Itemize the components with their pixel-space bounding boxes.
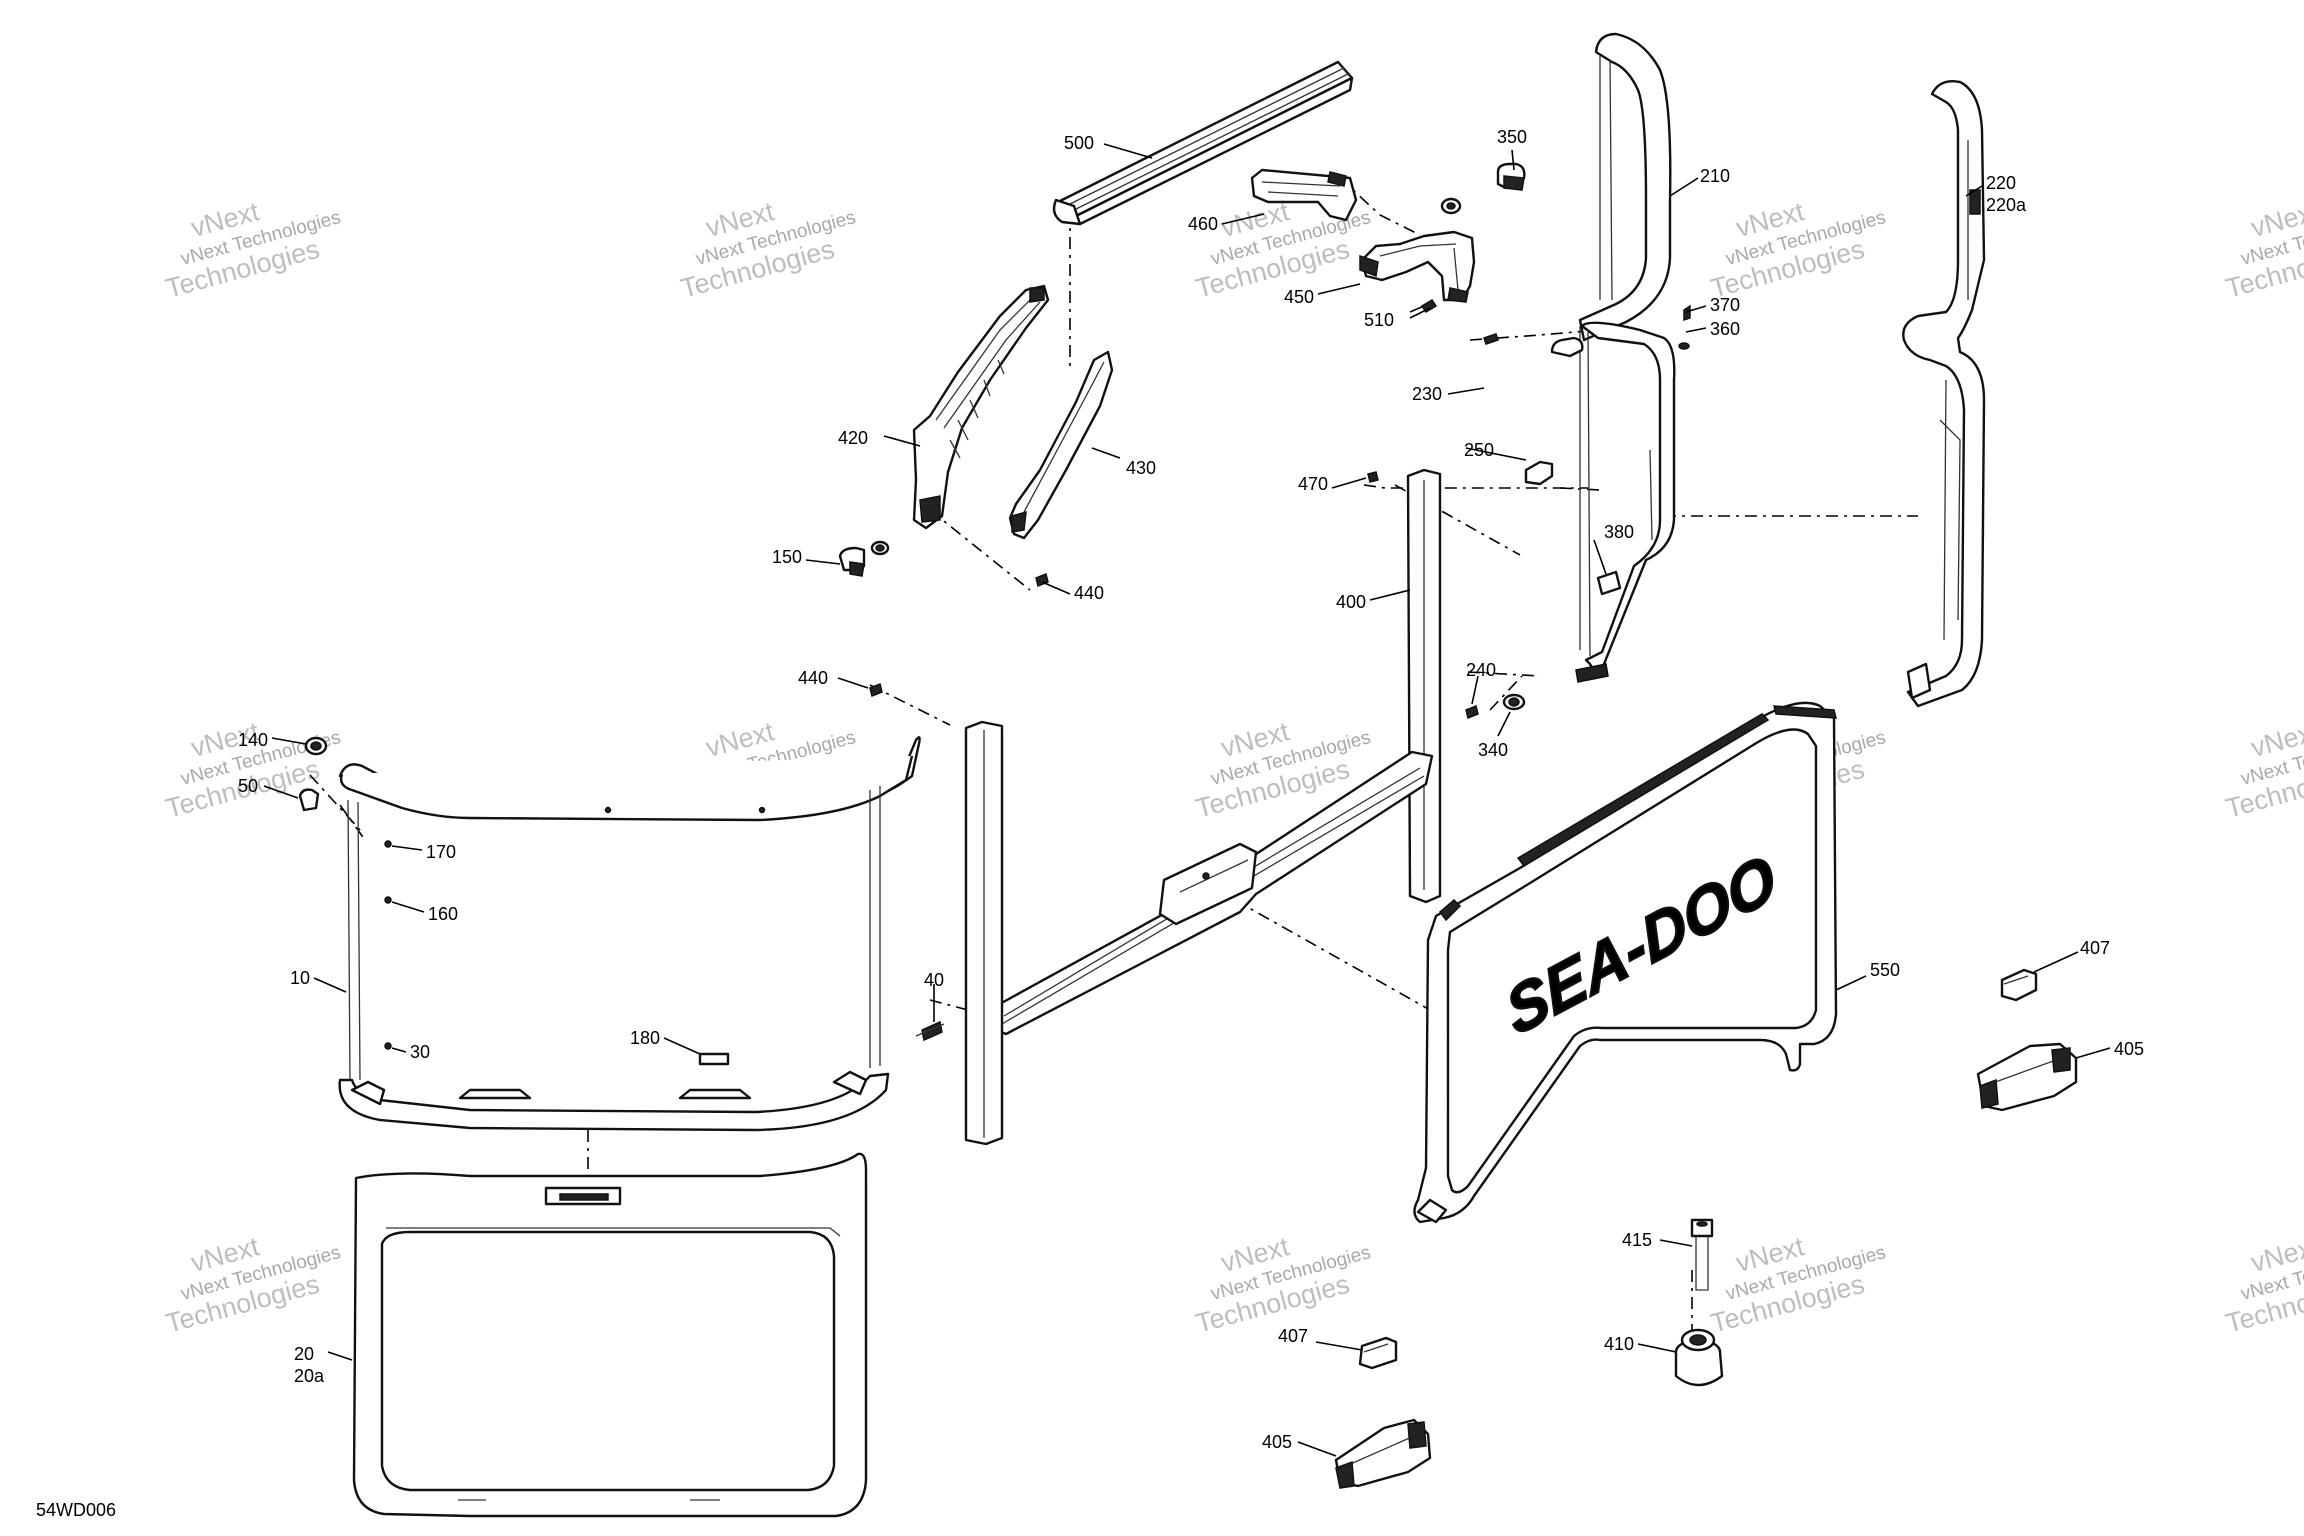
callout-407: 407: [1278, 1326, 1308, 1346]
callout-360: 360: [1710, 319, 1740, 339]
callout-440: 440: [798, 668, 828, 688]
callout-500: 500: [1064, 133, 1094, 153]
callout-210: 210: [1700, 166, 1730, 186]
part-400-post: [964, 720, 1004, 1146]
part-550-side-panel: [1413, 701, 1838, 1224]
callout-180: 180: [630, 1028, 660, 1048]
part-405-latch-lower: [1334, 1418, 1432, 1489]
callout-430: 430: [1126, 458, 1156, 478]
watermark: vNext vNext Technologies Technologies: [1708, 1231, 1888, 1339]
part-407-sleeve-right: [2000, 968, 2038, 1002]
part-150-clip: [838, 546, 866, 577]
part-420-arm: [912, 284, 1050, 530]
part-470-screw: [1367, 471, 1379, 483]
callout-220: 220: [1986, 173, 2016, 193]
callout-510: 510: [1364, 310, 1394, 330]
callout-50: 50: [238, 776, 258, 796]
callout-160: 160: [428, 904, 458, 924]
part-210-frame: [1550, 32, 1676, 683]
part-400-frame: [994, 468, 1442, 1036]
callout-440: 440: [1074, 583, 1104, 603]
leader-lines: [263, 143, 2111, 1457]
part-220-frame: [1902, 80, 1986, 708]
callout-370: 370: [1710, 295, 1740, 315]
part-380-plug: [1596, 570, 1622, 596]
part-10-seat-frame: [338, 736, 921, 1132]
callout-230: 230: [1412, 384, 1442, 404]
callouts: 500 350 210 220 220a 460 450 510 370 360…: [36, 127, 2144, 1520]
part-20-seat-cover: [352, 1152, 868, 1518]
callout-140: 140: [238, 730, 268, 750]
callout-415: 415: [1622, 1230, 1652, 1250]
watermark: vNext vNext Technologies Technologies: [1708, 196, 1888, 304]
part-150-ring: [870, 540, 890, 556]
part-460-bracket: [1250, 168, 1358, 222]
callout-460: 460: [1188, 214, 1218, 234]
part-350-ring: [1440, 197, 1462, 215]
callout-40: 40: [924, 970, 944, 990]
part-350-cap: [1496, 162, 1526, 191]
callout-20: 20: [294, 1344, 314, 1364]
part-230-pin: [1483, 333, 1499, 345]
part-440-screw-left: [869, 682, 883, 698]
callout-250: 250: [1464, 440, 1494, 460]
callout-350: 350: [1497, 127, 1527, 147]
callout-220a: 220a: [1986, 195, 2027, 215]
callout-10: 10: [290, 968, 310, 988]
part-415-bolt: [1690, 1218, 1714, 1291]
watermark: vNext vNext Technologies Technologies: [163, 196, 343, 304]
part-500-rail: [1052, 60, 1354, 226]
assembly-lines: [309, 177, 1918, 1340]
part-140-nut: [304, 736, 328, 756]
part-430-arm: [1008, 350, 1114, 540]
part-250-clip: [1524, 460, 1554, 486]
callout-150: 150: [772, 547, 802, 567]
watermark: vNext vNext Technologies Technologies: [2223, 716, 2304, 824]
callout-420: 420: [838, 428, 868, 448]
part-410-bushing: [1674, 1328, 1724, 1387]
part-407-sleeve-lower: [1358, 1336, 1398, 1370]
watermark: vNext vNext Technologies Technologies: [1193, 1231, 1373, 1339]
callout-340: 340: [1478, 740, 1508, 760]
part-340-nut: [1502, 693, 1526, 711]
callout-380: 380: [1604, 522, 1634, 542]
watermark: vNext vNext Technologies Technologies: [678, 196, 858, 304]
part-370-screw: [1683, 304, 1691, 322]
callout-20a: 20a: [294, 1366, 325, 1386]
callout-470: 470: [1298, 474, 1328, 494]
part-450-bracket: [1359, 230, 1476, 303]
watermark: vNext vNext Technologies Technologies: [2223, 196, 2304, 304]
watermark: vNext vNext Technologies Technologies: [163, 1231, 343, 1339]
callout-407: 407: [2080, 938, 2110, 958]
part-360-washer: [1678, 342, 1690, 350]
part-510-screw: [1409, 298, 1438, 314]
callout-400: 400: [1336, 592, 1366, 612]
callout-240: 240: [1466, 660, 1496, 680]
callout-405: 405: [1262, 1432, 1292, 1452]
watermark: vNext vNext Technologies Technologies: [2223, 1231, 2304, 1339]
watermark: vNext vNext Technologies Technologies: [163, 716, 343, 824]
callout-170: 170: [426, 842, 456, 862]
callout-450: 450: [1284, 287, 1314, 307]
diagram-id: 54WD006: [36, 1500, 116, 1520]
callout-405: 405: [2114, 1039, 2144, 1059]
part-240-pin: [1465, 704, 1479, 720]
callout-550: 550: [1870, 960, 1900, 980]
part-405-latch-right: [1976, 1042, 2078, 1112]
part-40-pin: [915, 1020, 945, 1042]
watermarks: vNext vNext Technologies Technologies vN…: [163, 196, 2304, 1339]
callout-410: 410: [1604, 1334, 1634, 1354]
part-50-plug: [298, 788, 320, 812]
callout-30: 30: [410, 1042, 430, 1062]
